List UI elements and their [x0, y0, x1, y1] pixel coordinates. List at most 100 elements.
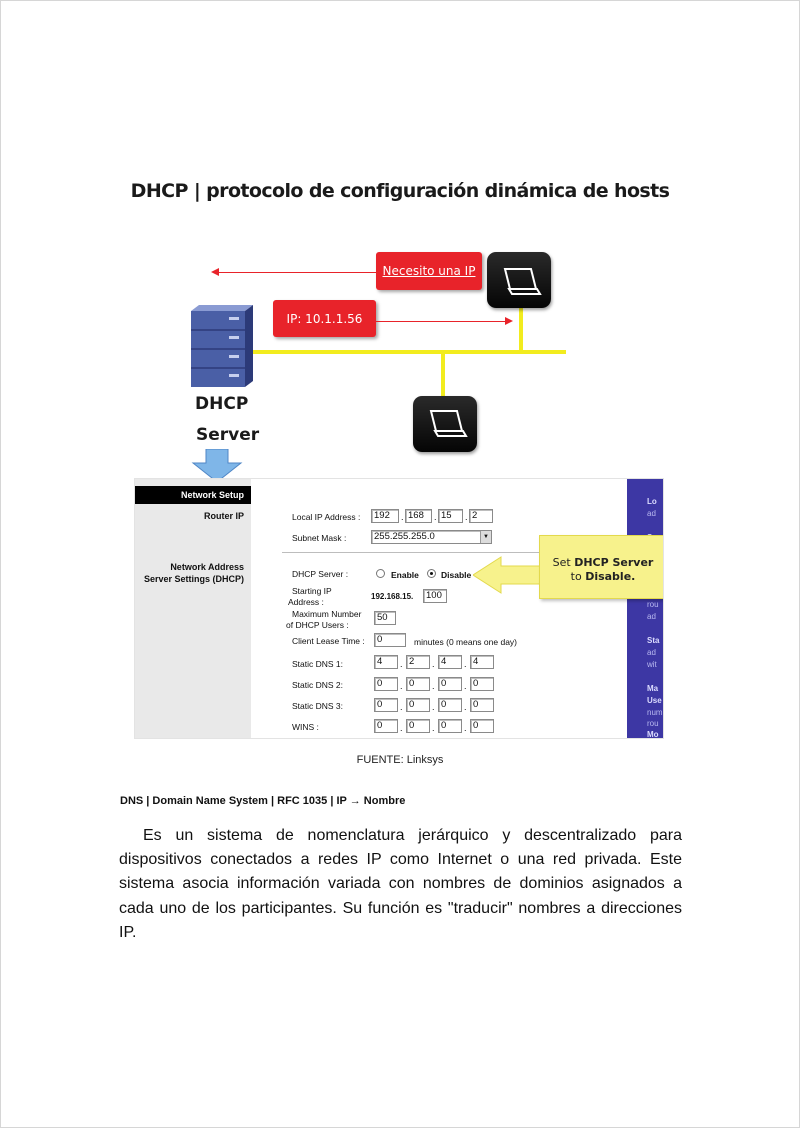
- sidebar-text: ad: [647, 612, 656, 621]
- dot-separator: .: [432, 723, 435, 733]
- starting-ip-label-line2: Address :: [288, 597, 324, 607]
- dns2-octet-3[interactable]: 0: [438, 677, 462, 691]
- dns3-octet-1[interactable]: 0: [374, 698, 398, 712]
- dhcp-server-label: DHCP Server :: [292, 569, 348, 579]
- sidebar-text: Mo: [647, 730, 659, 739]
- dns3-octet-3[interactable]: 0: [438, 698, 462, 712]
- disable-label: Disable: [441, 570, 471, 580]
- starting-ip-label-line1: Starting IP: [292, 586, 332, 596]
- wins-octet-4[interactable]: 0: [470, 719, 494, 733]
- dot-separator: .: [401, 512, 404, 522]
- sidebar-text: Sta: [647, 636, 659, 645]
- disable-dhcp-note: Set DHCP Server to Disable.: [539, 535, 664, 599]
- subnet-mask-value: 255.255.255.0: [374, 531, 435, 542]
- dot-separator: .: [432, 681, 435, 691]
- dns1-octet-2[interactable]: 2: [406, 655, 430, 669]
- section-dhcp-line2: Server Settings (DHCP): [144, 574, 244, 585]
- request-callout-text: Necesito una IP: [383, 264, 476, 278]
- server-icon: [191, 305, 253, 387]
- reply-callout: IP: 10.1.1.56: [273, 300, 376, 337]
- static-dns-3-label: Static DNS 3:: [292, 701, 343, 711]
- request-arrow-line: [218, 272, 378, 273]
- chevron-down-icon[interactable]: ▼: [480, 531, 491, 543]
- server-label-line1: DHCP: [195, 394, 248, 414]
- dot-separator: .: [400, 681, 403, 691]
- help-sidebar: Lo ad Su rou ad Sta ad wit Ma Use num ro…: [627, 479, 663, 739]
- dns1-octet-1[interactable]: 4: [374, 655, 398, 669]
- dns2-octet-4[interactable]: 0: [470, 677, 494, 691]
- disable-radio[interactable]: [427, 569, 436, 578]
- subnet-mask-label: Subnet Mask :: [292, 533, 346, 543]
- sidebar-text: Ma: [647, 684, 658, 693]
- sidebar-text: Lo: [647, 497, 657, 506]
- starting-ip-prefix: 192.168.15.: [371, 592, 413, 602]
- router-config-panel: Network Setup Router IP Network Address …: [134, 478, 664, 739]
- max-users-label-line2: of DHCP Users :: [286, 620, 349, 630]
- local-ip-octet-1[interactable]: 192: [371, 509, 399, 523]
- dot-separator: .: [400, 702, 403, 712]
- dot-separator: .: [434, 512, 437, 522]
- section-dhcp-line1: Network Address: [170, 562, 244, 573]
- sidebar-text: wit: [647, 660, 657, 669]
- server-label-line2: Server: [196, 425, 259, 445]
- local-ip-octet-4[interactable]: 2: [469, 509, 493, 523]
- dns1-octet-4[interactable]: 4: [470, 655, 494, 669]
- bus-branch-top: [519, 305, 523, 352]
- panel-left-column: Network Setup Router IP Network Address …: [135, 479, 251, 739]
- dns-heading: DNS | Domain Name System | RFC 1035 | IP…: [120, 795, 405, 807]
- note-line2-bold: Disable.: [585, 570, 635, 583]
- static-dns-2-label: Static DNS 2:: [292, 680, 343, 690]
- diagram-title: DHCP | protocolo de configuración dinámi…: [0, 180, 800, 202]
- sidebar-text: Use: [647, 696, 662, 705]
- local-ip-octet-2[interactable]: 168: [405, 509, 432, 523]
- dot-separator: .: [400, 723, 403, 733]
- dns1-octet-3[interactable]: 4: [438, 655, 462, 669]
- dot-separator: .: [464, 723, 467, 733]
- dot-separator: .: [464, 681, 467, 691]
- wins-octet-1[interactable]: 0: [374, 719, 398, 733]
- local-ip-label: Local IP Address :: [292, 512, 360, 522]
- laptop-icon: [487, 252, 551, 308]
- reply-arrow-line: [376, 321, 506, 322]
- request-callout: Necesito una IP: [376, 252, 482, 290]
- wins-octet-3[interactable]: 0: [438, 719, 462, 733]
- note-line2-plain: to: [571, 570, 586, 583]
- sidebar-text: ad: [647, 509, 656, 518]
- enable-radio[interactable]: [376, 569, 385, 578]
- laptop-icon: [413, 396, 477, 452]
- dot-separator: .: [464, 659, 467, 669]
- bus-branch-bottom: [441, 352, 445, 398]
- sidebar-text: rou: [647, 600, 659, 609]
- starting-ip-input[interactable]: 100: [423, 589, 447, 603]
- reply-callout-text: IP: 10.1.1.56: [287, 312, 363, 326]
- sidebar-text: rou: [647, 719, 659, 728]
- dot-separator: .: [432, 702, 435, 712]
- sidebar-text: ad: [647, 648, 656, 657]
- lease-time-input[interactable]: 0: [374, 633, 406, 647]
- subnet-mask-select[interactable]: 255.255.255.0 ▼: [371, 530, 492, 544]
- static-dns-1-label: Static DNS 1:: [292, 659, 343, 669]
- reply-arrow-head: [505, 317, 513, 325]
- dns2-octet-2[interactable]: 0: [406, 677, 430, 691]
- dns3-octet-4[interactable]: 0: [470, 698, 494, 712]
- dns-paragraph: Es un sistema de nomenclatura jerárquico…: [119, 824, 682, 945]
- dns3-octet-2[interactable]: 0: [406, 698, 430, 712]
- note-text: Set DHCP Server to Disable.: [540, 556, 664, 584]
- max-users-label-line1: Maximum Number: [292, 609, 361, 619]
- dot-separator: .: [400, 659, 403, 669]
- enable-label: Enable: [391, 570, 419, 580]
- note-arrow-icon: [473, 555, 541, 595]
- wins-label: WINS :: [292, 722, 319, 732]
- wins-octet-2[interactable]: 0: [406, 719, 430, 733]
- lease-time-note: minutes (0 means one day): [414, 637, 517, 647]
- note-line1-bold: DHCP Server: [574, 556, 653, 569]
- local-ip-octet-3[interactable]: 15: [438, 509, 463, 523]
- dot-separator: .: [465, 512, 468, 522]
- max-users-input[interactable]: 50: [374, 611, 396, 625]
- dns2-octet-1[interactable]: 0: [374, 677, 398, 691]
- image-source: FUENTE: Linksys: [0, 754, 800, 766]
- note-line1-plain: Set: [553, 556, 575, 569]
- dot-separator: .: [432, 659, 435, 669]
- section-router-ip: Router IP: [204, 511, 244, 522]
- panel-header: Network Setup: [135, 486, 251, 504]
